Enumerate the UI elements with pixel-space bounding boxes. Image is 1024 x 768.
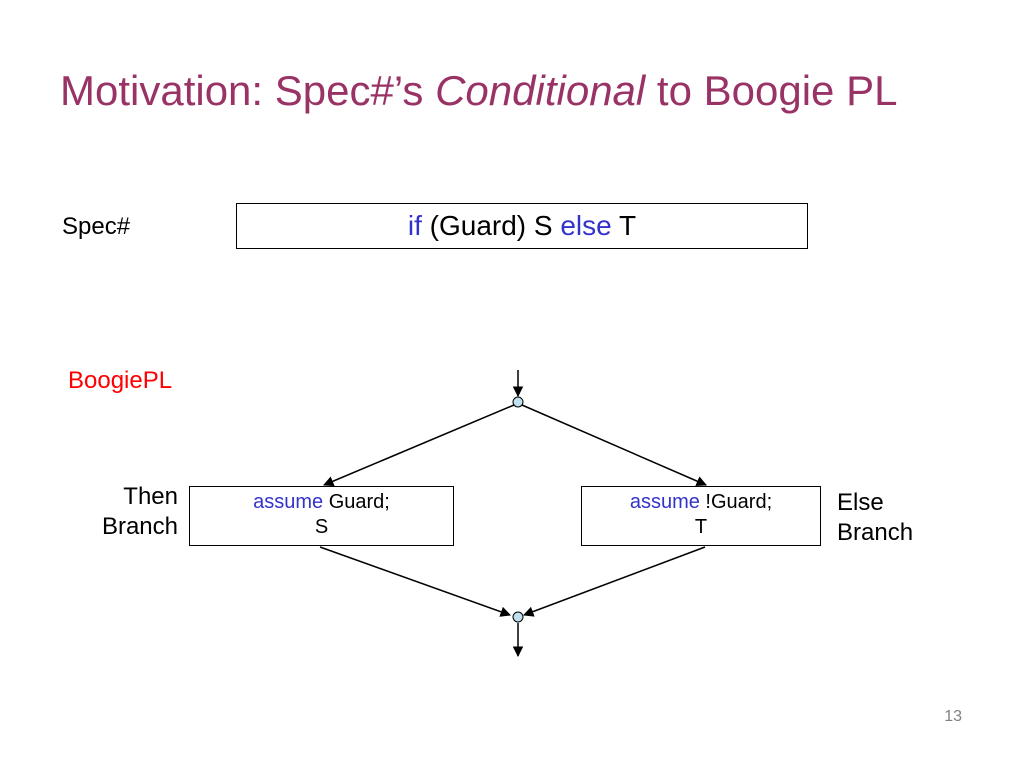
split-node <box>512 396 524 408</box>
else-assume-keyword: assume <box>629 491 700 513</box>
boogie-label: BoogiePL <box>68 367 173 394</box>
spec-tail-text: T <box>611 210 637 241</box>
title-part-1: Motivation: Spec#’s <box>60 67 436 114</box>
else-branch-box: assume !Guard; T <box>581 486 821 546</box>
then-label-line-2: Branch <box>101 513 178 540</box>
page-number: 13 <box>944 708 962 725</box>
merge-arrow-else <box>523 546 706 617</box>
title-part-2: Conditional <box>435 67 646 114</box>
split-arrow-else <box>521 404 707 487</box>
merge-arrow-then <box>319 546 511 617</box>
then-label-line-1: Then <box>123 483 178 510</box>
then-body: S <box>314 516 329 538</box>
then-assume-stmt: Guard; <box>323 491 390 513</box>
then-branch-box: assume Guard; S <box>189 486 454 546</box>
else-label-line-2: Branch <box>837 519 914 546</box>
spec-code-box: if (Guard) S else T <box>236 203 808 249</box>
else-assume-stmt: !Guard; <box>699 491 773 513</box>
spec-keyword-if: if <box>407 210 422 241</box>
then-assume-keyword: assume <box>253 491 324 513</box>
spec-guard-text: (Guard) S <box>421 210 561 241</box>
else-label-line-1: Else <box>837 489 884 516</box>
slide-title: Motivation: Spec#’s Conditional to Boogi… <box>60 70 897 112</box>
spec-keyword-else: else <box>560 210 612 241</box>
then-assume-line: assume Guard; <box>190 490 453 515</box>
then-branch-label: Then Branch <box>86 482 178 542</box>
spec-label: Spec# <box>62 213 131 240</box>
else-body: T <box>694 516 708 538</box>
title-part-3: to Boogie PL <box>645 67 898 114</box>
merge-node <box>512 611 524 623</box>
else-branch-label: Else Branch <box>837 488 913 548</box>
else-assume-line: assume !Guard; <box>582 490 820 515</box>
split-arrow-then <box>323 404 515 487</box>
